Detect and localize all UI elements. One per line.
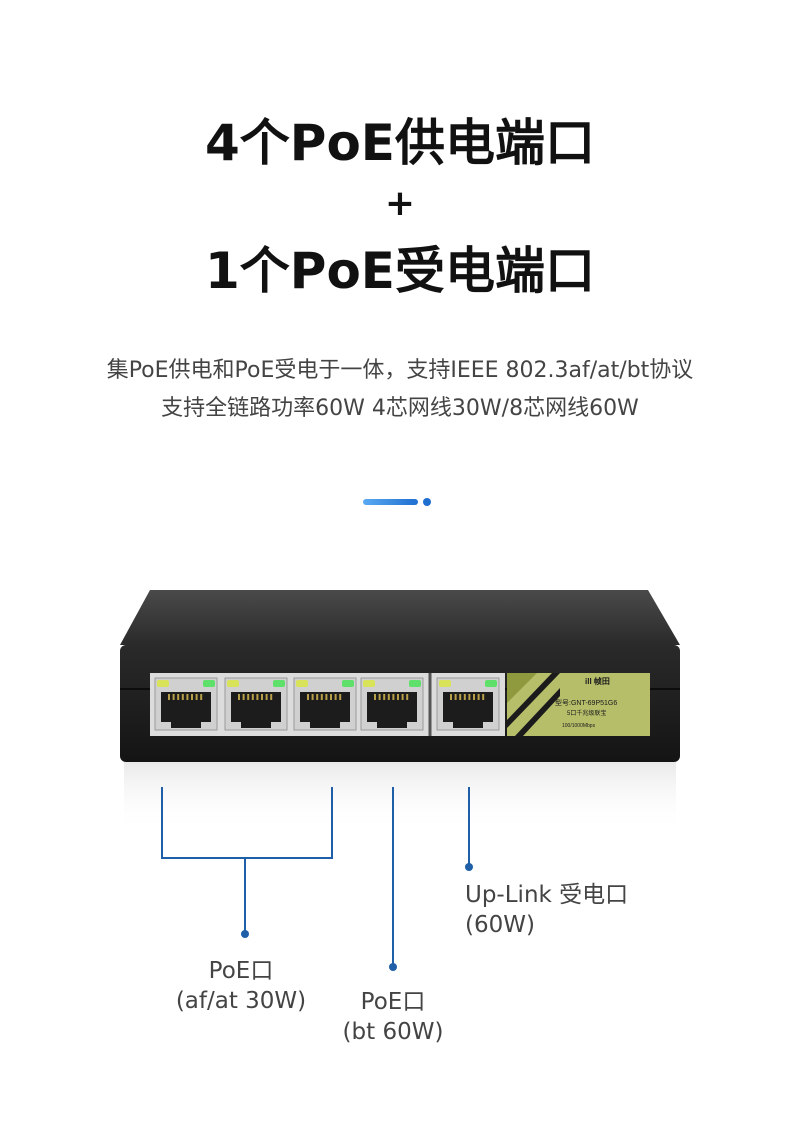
subtitle-line2: 支持全链路功率60W 4芯网线30W/8芯网线60W xyxy=(161,396,639,421)
headline-line1: 4个PoE供电端口 xyxy=(205,114,595,172)
device-speed-text: 100/1000Mbps xyxy=(562,723,596,729)
callout-poe-af-at-spec: (af/at 30W) xyxy=(175,988,307,1014)
callout-poe-bt-title: PoE口 xyxy=(360,989,426,1015)
subtitle-line1: 集PoE供电和PoE受电于一体，支持IEEE 802.3af/at/bt协议 xyxy=(106,358,694,383)
device-brand-text: ill 帧田 xyxy=(585,676,610,686)
callout-dot-1 xyxy=(241,930,249,938)
headline-plus: + xyxy=(384,183,416,224)
rj45-port-4 xyxy=(360,677,424,731)
divider-bar xyxy=(363,499,418,505)
callout-poe-bt: PoE口 (bt 60W) xyxy=(340,987,446,1047)
callout-uplink-title: Up-Link 受电口 xyxy=(465,882,629,908)
device-desc-text: 5口千兆级联宝 xyxy=(567,709,606,717)
headline-line2: 1个PoE受电端口 xyxy=(205,242,595,300)
callout-dot-2 xyxy=(389,963,397,971)
rj45-port-1 xyxy=(154,677,218,731)
rj45-port-2 xyxy=(224,677,288,731)
callout-uplink: Up-Link 受电口 (60W) xyxy=(465,880,628,940)
divider-dot xyxy=(423,498,431,506)
callout-poe-bt-spec: (bt 60W) xyxy=(342,1019,444,1045)
callout-dot-3 xyxy=(465,863,473,871)
rj45-port-3 xyxy=(293,677,357,731)
switch-device: ill 帧田 型号:GNT-69P51G6 5口千兆级联宝 100/1000Mb… xyxy=(120,590,680,832)
device-model-text: 型号:GNT-69P51G6 xyxy=(555,698,617,707)
callout-poe-af-at-title: PoE口 xyxy=(208,958,274,984)
callout-poe-af-at: PoE口 (af/at 30W) xyxy=(172,956,310,1016)
callout-uplink-spec: (60W) xyxy=(465,912,535,938)
rj45-port-5 xyxy=(436,677,500,731)
device-top-face xyxy=(120,590,680,645)
